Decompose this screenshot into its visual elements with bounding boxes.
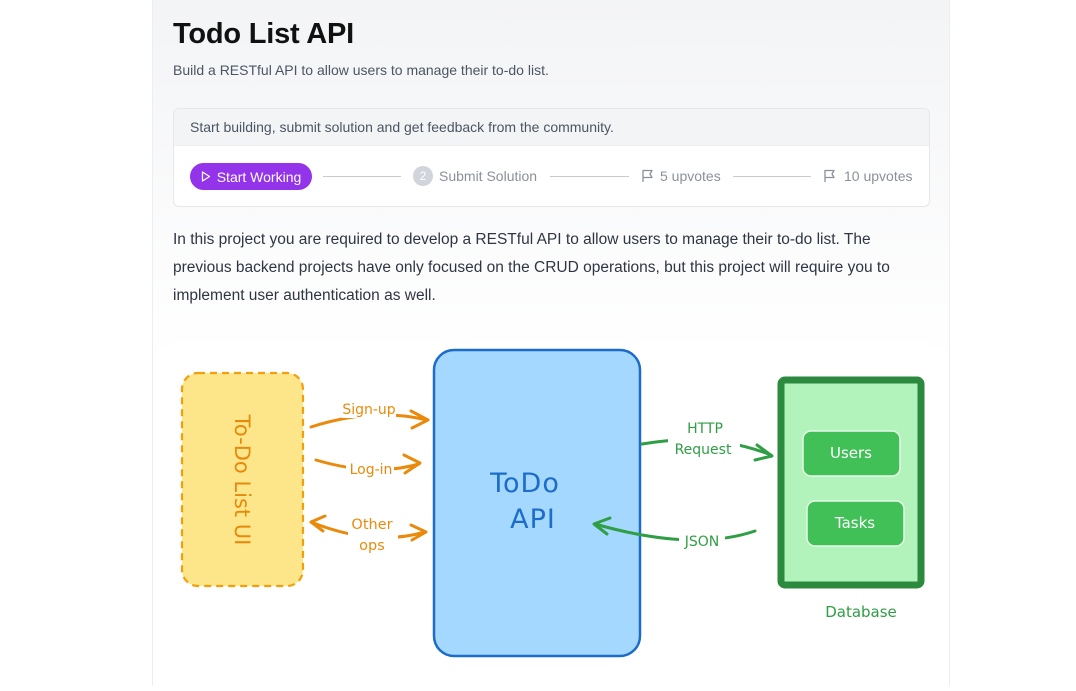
other-ops-label-line1: Other <box>351 517 392 533</box>
project-description: In this project you are required to deve… <box>173 231 890 304</box>
database-box <box>777 376 925 589</box>
database-label: Database <box>825 603 897 621</box>
page-subtitle: Build a RESTful API to allow users to ma… <box>173 62 549 78</box>
http-label-line2: Request <box>675 442 732 458</box>
users-table <box>802 430 901 477</box>
upvotes-count-10: 10 upvotes <box>844 168 913 184</box>
step-connector <box>323 176 401 177</box>
project-page: Todo List API Build a RESTful API to all… <box>152 0 950 686</box>
step-number-badge: 2 <box>413 166 433 186</box>
progress-steps: Start Working 2 Submit Solution 5 upvote… <box>174 146 929 206</box>
json-arrowhead <box>592 516 612 536</box>
step-connector <box>550 176 629 177</box>
api-box <box>432 348 642 658</box>
start-working-label: Start Working <box>216 168 302 185</box>
progress-card-header: Start building, submit solution and get … <box>174 109 929 146</box>
submit-solution-label[interactable]: Submit Solution <box>439 168 538 184</box>
other-ops-label-line2: ops <box>359 538 385 554</box>
play-icon <box>201 171 210 182</box>
progress-card: Start building, submit solution and get … <box>173 108 930 207</box>
upvotes-count-5: 5 upvotes <box>660 168 721 184</box>
login-arrowhead <box>402 453 422 475</box>
step-connector <box>733 176 811 177</box>
login-label: Log-in <box>350 462 393 478</box>
json-label: JSON <box>684 534 720 550</box>
flag-icon <box>824 169 835 182</box>
start-working-button[interactable]: Start Working <box>190 163 312 190</box>
signup-arrowhead <box>409 409 430 430</box>
http-request-arrowhead <box>753 443 774 462</box>
page-title: Todo List API <box>173 18 355 50</box>
ui-box <box>180 371 305 588</box>
architecture-diagram: To-Do List UI ToDo API Sign-up Log-in Ot… <box>173 342 928 686</box>
tasks-table <box>806 500 905 547</box>
flag-icon <box>642 169 653 182</box>
api-label-line1: ToDo <box>489 468 560 499</box>
other-ops-arrowhead-right <box>409 523 428 542</box>
users-label: Users <box>830 444 872 462</box>
diagram-canvas: To-Do List UI ToDo API Sign-up Log-in Ot… <box>173 342 928 686</box>
api-label-line2: API <box>510 504 556 535</box>
tasks-label: Tasks <box>834 514 875 532</box>
http-label-line1: HTTP <box>687 421 723 437</box>
ui-label: To-Do List UI <box>230 414 254 546</box>
signup-label: Sign-up <box>342 402 395 418</box>
other-ops-arrowhead-left <box>309 514 327 533</box>
